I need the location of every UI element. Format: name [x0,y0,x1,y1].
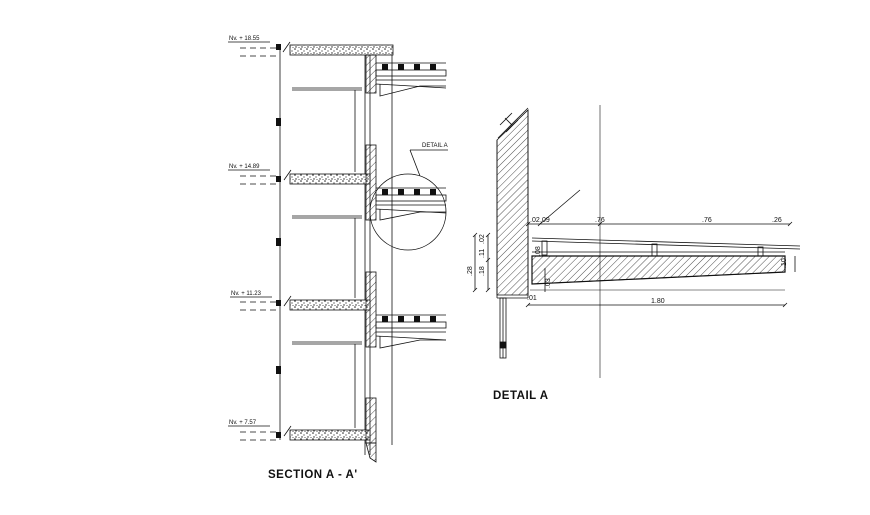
balcony-2 [375,187,447,221]
level-label-757: Nv. + 7.57 [229,420,257,426]
dim-09: .09 [540,217,550,224]
dim-76a: .76 [595,217,605,224]
level-label-1489: Nv. + 14.89 [229,164,260,170]
section-a-a [228,41,448,463]
slab-757 [289,429,371,441]
section-title: SECTION A - A' [268,469,358,481]
dim-18: .18 [479,266,486,276]
dim-11: .11 [479,249,486,258]
balcony-1 [375,62,447,97]
slab-1489 [289,173,371,185]
dim-180: 1.80 [651,298,665,305]
level-label-1123: Nv. + 11.23 [231,291,262,297]
dim-76b: .76 [702,217,712,224]
balcony-3 [375,314,447,349]
level-label-1855: Nv. + 18.55 [229,36,260,42]
dim-03: .03 [545,278,552,288]
level-underlines [228,41,272,427]
wall-markers [276,44,281,438]
dim-08: .08 [535,246,542,256]
dim-01: .01 [527,295,537,302]
dim-02v: .02 [479,234,486,244]
detail-title: DETAIL A [493,390,549,402]
detail-callout-circle [369,173,447,251]
dim-28: .28 [467,266,474,276]
dim-02: .02 [530,217,540,224]
slab-1123 [289,299,371,311]
detail-a [472,105,801,378]
slab-1855 [289,44,394,56]
detail-callout-label: DETAIL A [422,143,448,149]
dim-10: .10 [781,258,788,268]
dim-26: .26 [772,217,782,224]
level-dashes [240,47,278,441]
